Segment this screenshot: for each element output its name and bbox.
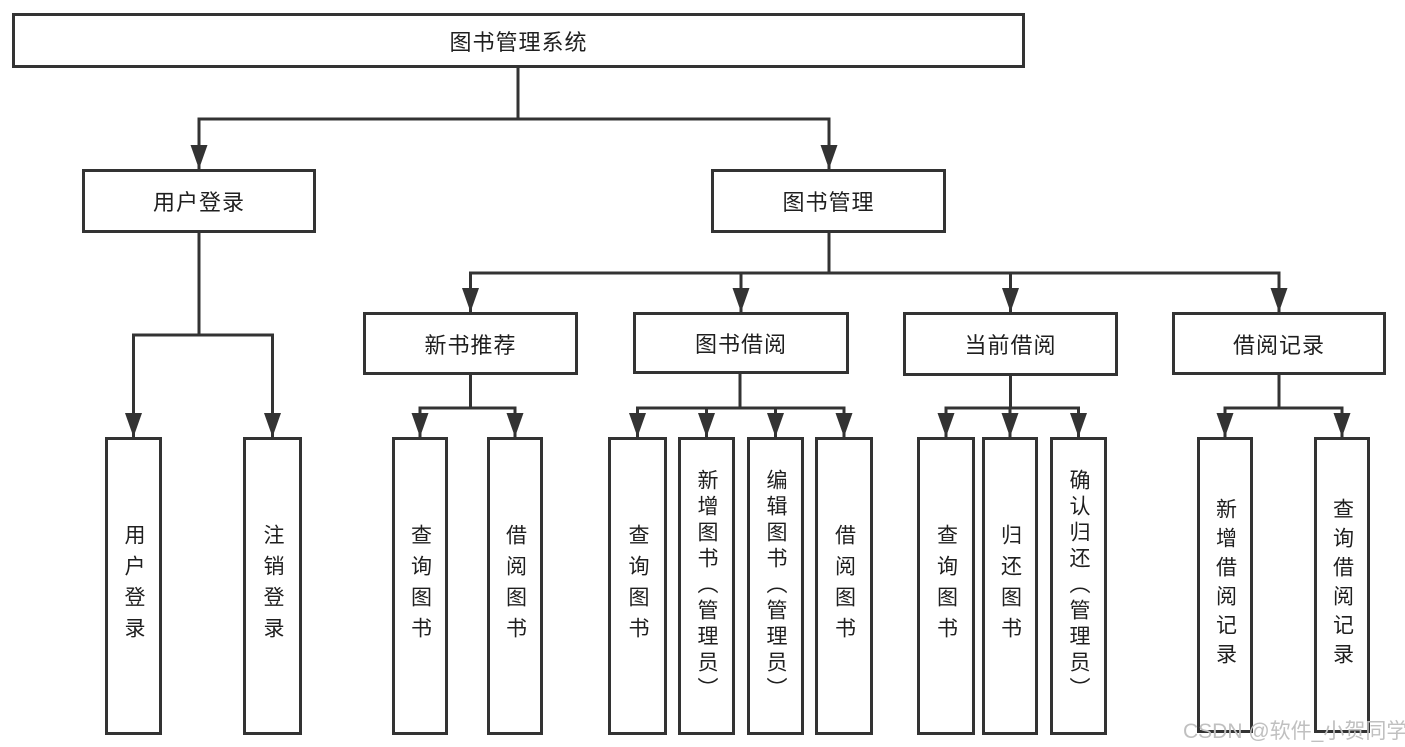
node-new-book-recommend: 新书推荐	[363, 312, 578, 375]
node-borrow-records-label: 借阅记录	[1232, 332, 1325, 358]
leaf-add-borrow-record: 新增借阅记录	[1197, 437, 1253, 733]
leaf-query-books-recommend-label: 查询图书	[408, 524, 432, 648]
leaf-return-book: 归还图书	[982, 437, 1038, 735]
node-current-borrow: 当前借阅	[903, 312, 1118, 376]
leaf-edit-book-admin: 编辑图书（管理员）	[747, 437, 804, 735]
leaf-query-books-borrow-label: 查询图书	[626, 524, 649, 648]
leaf-borrow-books-recommend: 借阅图书	[487, 437, 543, 735]
node-library-management-system-label: 图书管理系统	[449, 29, 588, 55]
leaf-add-book-admin: 新增图书（管理员）	[678, 437, 735, 735]
node-new-book-recommend-label: 新书推荐	[424, 332, 517, 358]
node-current-borrow-label: 当前借阅	[964, 333, 1057, 358]
node-book-borrow-label: 图书借阅	[694, 332, 787, 357]
leaf-confirm-return-admin-label: 确认归还（管理员）	[1067, 469, 1090, 703]
arrowheads	[125, 145, 1351, 437]
node-user-login: 用户登录	[82, 169, 316, 233]
leaf-user-login-label: 用户登录	[122, 524, 145, 648]
leaf-query-borrow-record: 查询借阅记录	[1314, 437, 1370, 733]
leaf-logout: 注销登录	[243, 437, 302, 735]
leaf-logout-label: 注销登录	[261, 524, 284, 648]
leaf-query-books-borrow: 查询图书	[608, 437, 667, 735]
leaf-query-books-current: 查询图书	[917, 437, 975, 735]
leaf-borrow-books-recommend-label: 借阅图书	[503, 524, 527, 648]
leaf-query-books-current-label: 查询图书	[934, 524, 958, 648]
leaf-borrow-books-label: 借阅图书	[832, 524, 856, 648]
node-book-management: 图书管理	[711, 169, 946, 233]
leaf-confirm-return-admin: 确认归还（管理员）	[1050, 437, 1107, 735]
leaf-return-book-label: 归还图书	[998, 524, 1022, 648]
leaf-query-borrow-record-label: 查询借阅记录	[1330, 498, 1354, 672]
watermark-text: CSDN @软件_小贺同学	[1183, 720, 1405, 743]
node-book-borrow: 图书借阅	[633, 312, 849, 374]
node-borrow-records: 借阅记录	[1172, 312, 1386, 375]
node-book-management-label: 图书管理	[782, 190, 875, 215]
node-library-management-system: 图书管理系统	[12, 13, 1025, 68]
node-user-login-label: 用户登录	[152, 190, 245, 215]
leaf-edit-book-admin-label: 编辑图书（管理员）	[764, 469, 787, 703]
leaf-add-book-admin-label: 新增图书（管理员）	[695, 469, 718, 703]
leaf-user-login: 用户登录	[105, 437, 162, 735]
leaf-query-books-recommend: 查询图书	[392, 437, 448, 735]
leaf-borrow-books: 借阅图书	[815, 437, 873, 735]
leaf-add-borrow-record-label: 新增借阅记录	[1213, 498, 1237, 672]
